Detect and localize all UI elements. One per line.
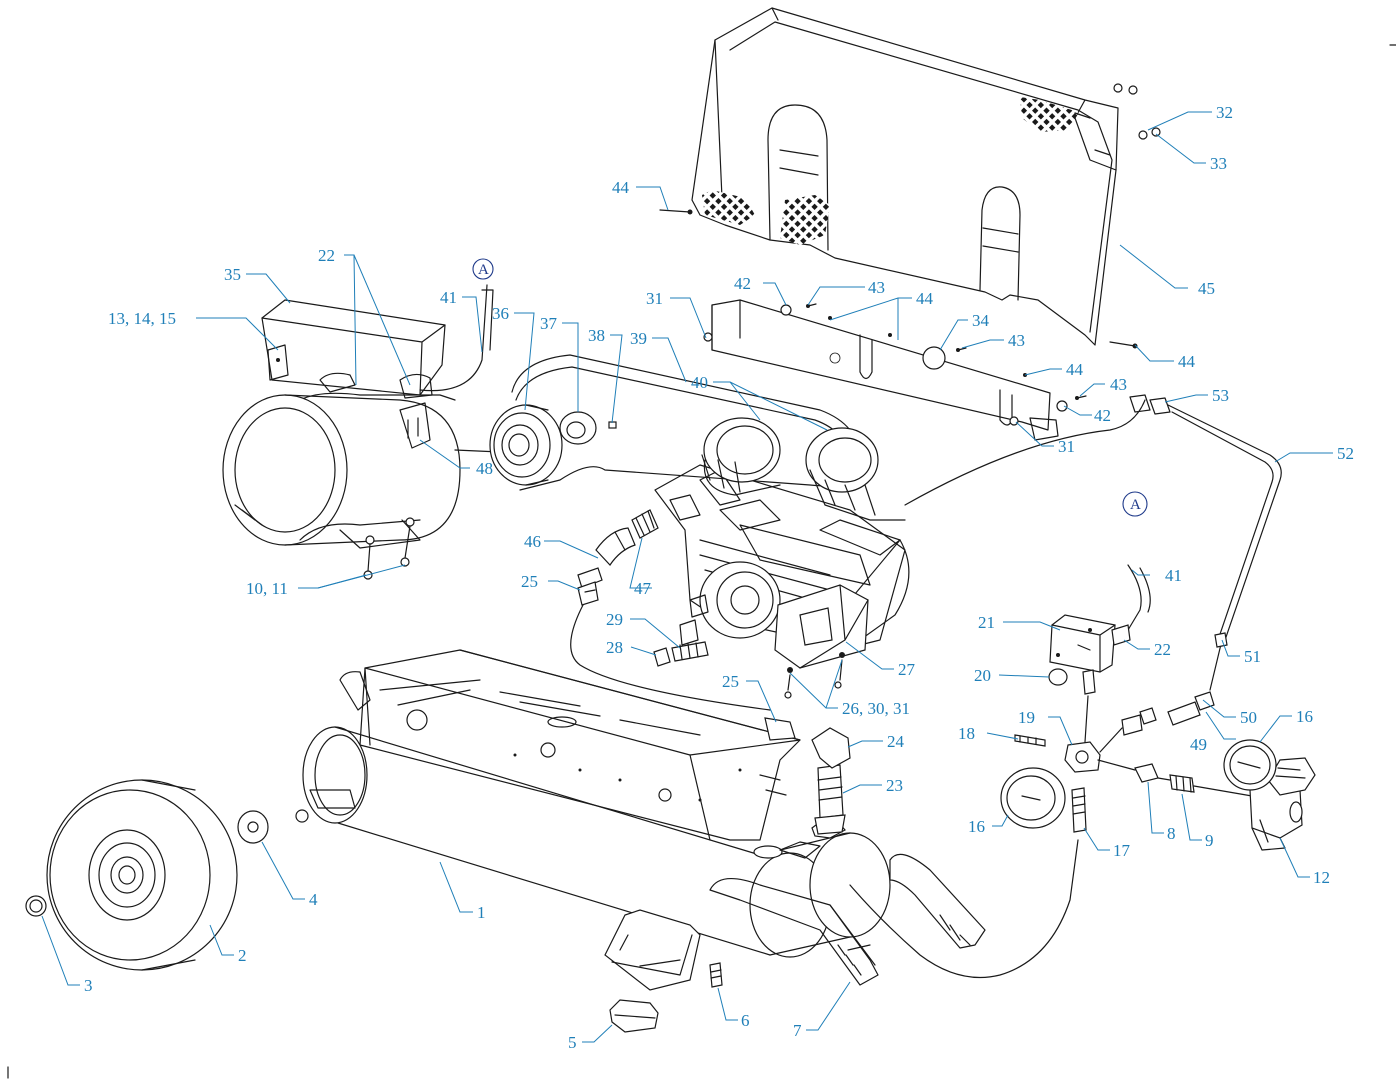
callout-20: 20 [974, 666, 991, 685]
safety-valve [1014, 734, 1046, 747]
compressor-pump [654, 417, 910, 699]
callout-31-left: 31 [646, 289, 663, 308]
callout-27: 27 [898, 660, 916, 679]
callout-34: 34 [972, 311, 990, 330]
callout-28: 28 [606, 638, 623, 657]
callout-49: 49 [1190, 735, 1207, 754]
callout-18: 18 [958, 724, 975, 743]
callout-5: 5 [568, 1033, 577, 1052]
callout-19: 19 [1018, 708, 1035, 727]
pressure-release-valve [1167, 632, 1228, 726]
intake-elbow [595, 509, 659, 566]
callout-52: 52 [1337, 444, 1354, 463]
callout-labels: 1 2 3 4 5 6 7 8 9 10, 11 12 13, 14, 15 1… [84, 103, 1354, 1052]
svg-text:A: A [478, 262, 489, 278]
callout-44-bracket-right: 44 [1066, 360, 1084, 379]
callout-29: 29 [606, 610, 623, 629]
aftercooler-tube [570, 604, 771, 711]
outlet-fitting-top [577, 567, 603, 606]
callout-43-middle: 43 [1008, 331, 1025, 350]
connection-marker-a-motor: A [472, 258, 494, 280]
bushing [1134, 763, 1159, 783]
callout-12: 12 [1313, 868, 1330, 887]
manifold-cross [1064, 695, 1101, 773]
callout-37: 37 [540, 314, 558, 333]
callout-13-14-15: 13, 14, 15 [108, 309, 176, 328]
callout-24: 24 [887, 732, 905, 751]
callout-41-motor: 41 [440, 288, 457, 307]
wheel [46, 779, 238, 971]
callout-50: 50 [1240, 708, 1257, 727]
check-fitting [653, 641, 709, 667]
pressure-switch [1049, 614, 1131, 673]
callout-31-right: 31 [1058, 437, 1075, 456]
callout-35: 35 [224, 265, 241, 284]
callout-40: 40 [691, 373, 708, 392]
svg-text:A: A [1130, 497, 1141, 513]
electric-motor [222, 299, 501, 580]
callout-8: 8 [1167, 824, 1176, 843]
callout-1: 1 [477, 903, 486, 922]
callout-36: 36 [492, 304, 509, 323]
callout-25-tank: 25 [722, 672, 739, 691]
callout-2: 2 [238, 946, 247, 965]
check-valve [814, 764, 846, 835]
drain-valve [709, 962, 723, 988]
callout-17: 17 [1113, 841, 1131, 860]
callout-6: 6 [741, 1011, 750, 1030]
drain-hose [849, 839, 1079, 978]
callout-38: 38 [588, 326, 605, 345]
callout-42-right: 42 [1094, 406, 1111, 425]
callout-44-guard-right: 44 [1178, 352, 1196, 371]
callout-3: 3 [84, 976, 93, 995]
callout-22-motor: 22 [318, 246, 335, 265]
belt-guard [659, 7, 1161, 349]
motor-pulley [489, 404, 563, 486]
callout-26-30-31: 26, 30, 31 [842, 699, 910, 718]
callout-47: 47 [634, 579, 652, 598]
callout-23: 23 [886, 776, 903, 795]
callout-51: 51 [1244, 647, 1261, 666]
callout-46: 46 [524, 532, 541, 551]
callout-10-11: 10, 11 [246, 579, 288, 598]
switch-wire-a [1127, 564, 1142, 631]
switch-knob [1048, 668, 1068, 686]
callout-32: 32 [1216, 103, 1233, 122]
callout-33: 33 [1210, 154, 1227, 173]
callout-44-bracket-top: 44 [916, 289, 934, 308]
callout-48: 48 [476, 459, 493, 478]
leader-lines [41, 111, 1333, 1043]
discharge-tube [904, 399, 1146, 506]
callout-43-right: 43 [1110, 375, 1127, 394]
callout-16-regulator-gauge: 16 [1296, 707, 1313, 726]
callout-42-left: 42 [734, 274, 751, 293]
callout-7: 7 [793, 1021, 802, 1040]
pressure-release-tube [1167, 404, 1282, 641]
callout-21: 21 [978, 613, 995, 632]
guard-bracket [703, 299, 1087, 441]
elbow-fitting [811, 727, 851, 769]
callout-39: 39 [630, 329, 647, 348]
callout-45: 45 [1198, 279, 1215, 298]
callout-22-switch: 22 [1154, 640, 1171, 659]
callout-44-guard-left: 44 [612, 178, 630, 197]
callout-9: 9 [1205, 831, 1214, 850]
callout-41-switch: 41 [1165, 566, 1182, 585]
wheel-cap [25, 895, 47, 917]
callout-16-tank-gauge: 16 [968, 817, 985, 836]
callout-43-top: 43 [868, 278, 885, 297]
callout-25-pump: 25 [521, 572, 538, 591]
connection-marker-a-switch: A [1122, 491, 1148, 517]
pressure-switch-wire [419, 284, 488, 392]
regulator [1249, 757, 1316, 851]
taper-bushing [559, 411, 597, 445]
callout-4: 4 [309, 890, 318, 909]
compression-nut [764, 717, 796, 741]
callout-53: 53 [1212, 386, 1229, 405]
gauge-nipple [1071, 787, 1087, 833]
